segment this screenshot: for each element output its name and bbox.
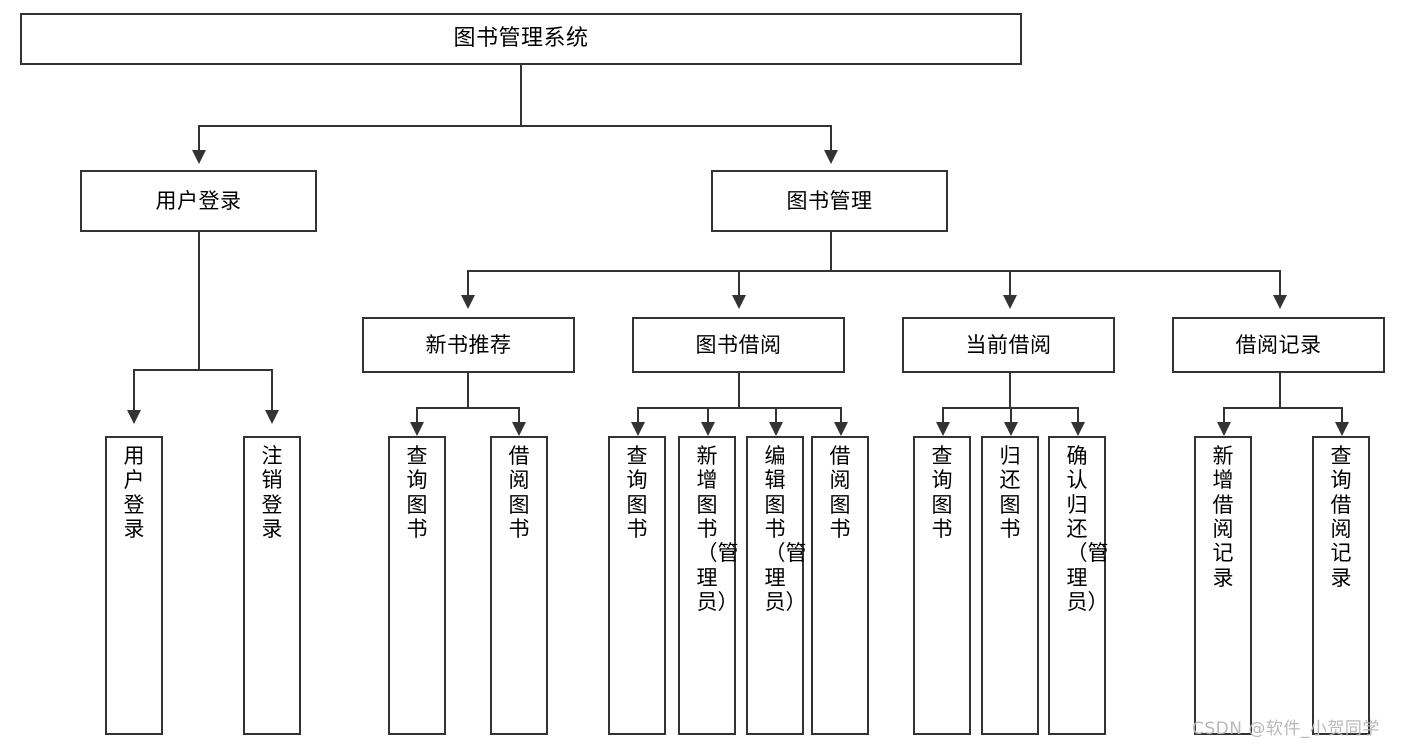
connector-to-book-borrow [738,270,740,298]
arrowhead-leaf-book-borrow-2 [701,422,715,436]
connector-book-borrow-child-4 [840,407,842,425]
leaf-current-borrow-query[interactable]: 查询图书 [913,436,971,735]
connector-to-current-borrow [1009,270,1011,298]
arrowhead-leaf-book-borrow-4 [834,422,848,436]
connector-user-login-child-1 [133,369,135,412]
leaf-new-book-borrow[interactable]: 借阅图书 [490,436,548,735]
leaf-user-login-login[interactable]: 用户登录 [105,436,163,735]
connector-book-borrow-trunk [738,373,740,409]
arrowhead-leaf-current-borrow-3 [1071,422,1085,436]
leaf-book-borrow-borrow[interactable]: 借阅图书 [811,436,869,735]
node-label: 借阅图书 [508,444,530,542]
connector-current-borrow-child-1 [942,407,944,425]
leaf-book-borrow-edit[interactable]: 编辑图书（管理员） [746,436,807,735]
leaf-current-borrow-confirm-return[interactable]: 确认归还（管理员） [1048,436,1109,735]
node-label: 新增图书（管理员） [696,444,739,615]
node-label: 用户登录 [155,188,242,213]
arrowhead-leaf-book-borrow-1 [631,422,645,436]
connector-book-manage-trunk [830,232,832,272]
watermark-text: CSDN @软件_小贺同学 [1192,719,1380,739]
node-user-login[interactable]: 用户登录 [80,170,317,232]
arrowhead-leaf-user-login-1 [127,410,141,424]
leaf-book-borrow-query[interactable]: 查询图书 [608,436,666,735]
connector-current-borrow-trunk [1009,373,1011,409]
arrowhead-current-borrow [1003,295,1017,309]
connector-book-borrow-child-2 [707,407,709,425]
node-label: 新书推荐 [425,332,512,357]
arrowhead-leaf-borrow-record-2 [1335,422,1349,436]
leaf-new-book-query[interactable]: 查询图书 [388,436,446,735]
connector-borrow-record-child-1 [1223,407,1225,425]
node-book-borrow[interactable]: 图书借阅 [632,317,845,373]
node-root-system[interactable]: 图书管理系统 [20,13,1022,65]
node-label: 当前借阅 [965,332,1052,357]
node-label: 编辑图书（管理员） [764,444,807,615]
node-label: 借阅记录 [1235,332,1322,357]
arrowhead-leaf-new-book-2 [512,422,526,436]
node-new-book-recommend[interactable]: 新书推荐 [362,317,575,373]
node-current-borrow[interactable]: 当前借阅 [902,317,1115,373]
node-label: 查询图书 [931,444,953,542]
connector-user-login-bar [133,369,273,371]
connector-level3-bar [467,270,1281,272]
connector-borrow-record-child-2 [1341,407,1343,425]
leaf-borrow-record-add[interactable]: 新增借阅记录 [1194,436,1252,735]
connector-book-borrow-bar [637,407,841,409]
arrowhead-user-login [192,150,206,164]
node-label: 新增借阅记录 [1212,444,1234,590]
arrowhead-leaf-user-login-2 [265,410,279,424]
node-label: 图书借阅 [695,332,782,357]
node-label: 用户登录 [123,444,145,542]
connector-level1-bar [198,125,832,127]
leaf-book-borrow-add[interactable]: 新增图书（管理员） [678,436,739,735]
connector-to-book-manage [830,125,832,153]
arrowhead-leaf-book-borrow-3 [769,422,783,436]
node-label: 查询借阅记录 [1330,444,1352,590]
arrowhead-new-book [461,295,475,309]
connector-book-borrow-child-1 [637,407,639,425]
node-label: 图书管理 [786,188,873,213]
connector-borrow-record-trunk [1279,373,1281,409]
arrowhead-borrow-record [1273,295,1287,309]
node-label: 归还图书 [999,444,1021,542]
connector-new-book-child-1 [416,407,418,425]
connector-new-book-bar [416,407,520,409]
node-label: 借阅图书 [829,444,851,542]
connector-book-borrow-child-3 [775,407,777,425]
connector-to-borrow-record [1279,270,1281,298]
connector-to-user-login [198,125,200,153]
connector-user-login-child-2 [271,369,273,412]
connector-to-new-book [467,270,469,298]
connector-current-borrow-child-2 [1010,407,1012,425]
connector-current-borrow-child-3 [1077,407,1079,425]
arrowhead-leaf-current-borrow-1 [936,422,950,436]
connector-user-login-trunk [198,232,200,371]
node-label: 注销登录 [261,444,283,542]
leaf-current-borrow-return[interactable]: 归还图书 [981,436,1039,735]
arrowhead-book-manage [824,150,838,164]
leaf-user-login-logout[interactable]: 注销登录 [243,436,301,735]
arrowhead-leaf-current-borrow-2 [1004,422,1018,436]
connector-new-book-child-2 [518,407,520,425]
arrowhead-book-borrow [732,295,746,309]
connector-new-book-trunk [467,373,469,409]
connector-root-trunk [520,65,522,126]
node-book-management[interactable]: 图书管理 [711,170,948,232]
node-borrow-record[interactable]: 借阅记录 [1172,317,1385,373]
connector-borrow-record-bar [1223,407,1343,409]
node-label: 查询图书 [406,444,428,542]
arrowhead-leaf-borrow-record-1 [1217,422,1231,436]
node-label: 查询图书 [626,444,648,542]
arrowhead-leaf-new-book-1 [410,422,424,436]
node-label: 确认归还（管理员） [1066,444,1109,615]
node-label: 图书管理系统 [453,26,589,52]
leaf-borrow-record-query[interactable]: 查询借阅记录 [1312,436,1370,735]
